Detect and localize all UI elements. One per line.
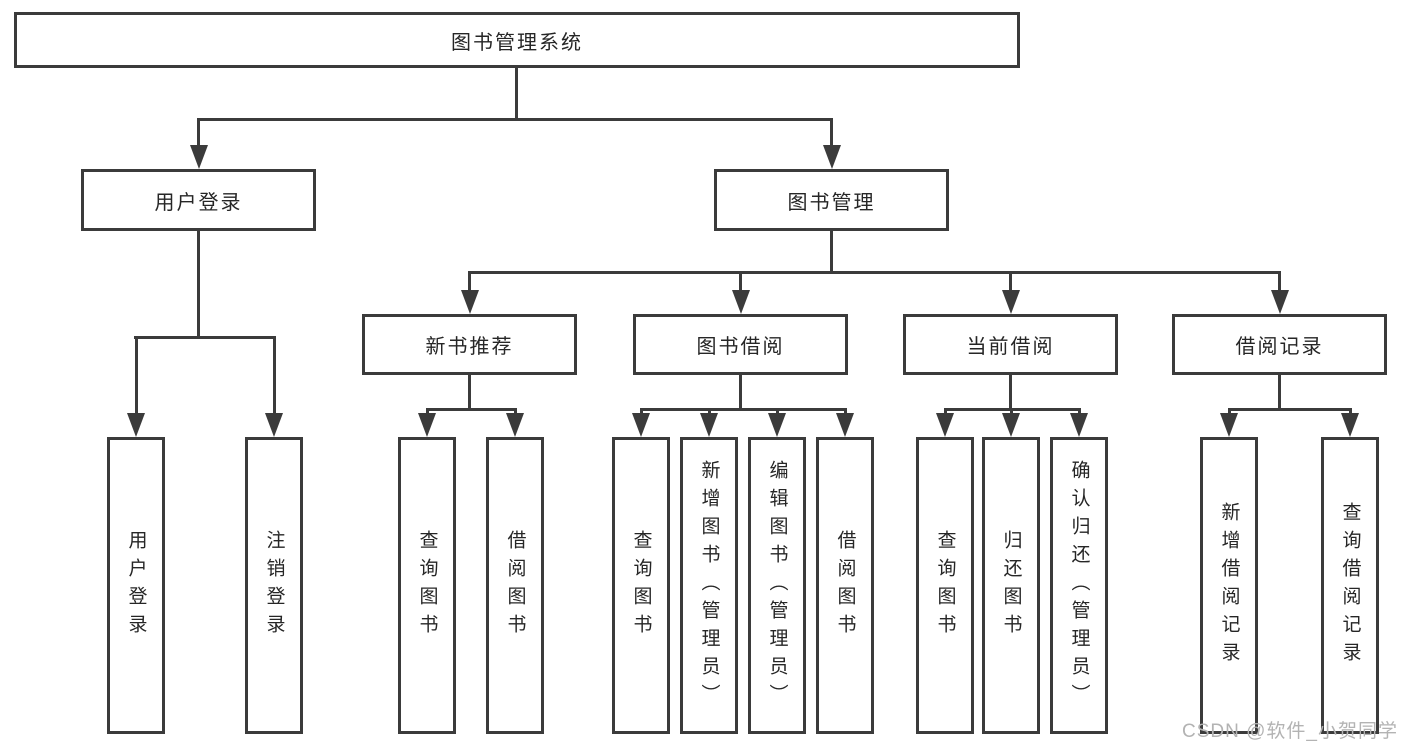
csdn-watermark: CSDN @软件_小贺同学 <box>1182 721 1398 742</box>
arrowhead-down-icon <box>127 413 145 437</box>
arrowhead-down-icon <box>823 145 841 169</box>
leaf-add-book-admin: 新增图书（管理员） <box>680 437 738 734</box>
connector-line <box>1009 375 1012 408</box>
arrowhead-down-icon <box>190 145 208 169</box>
arrowhead-down-icon <box>265 413 283 437</box>
connector-line <box>425 408 517 411</box>
connector-line <box>1009 408 1013 415</box>
connector-line <box>1227 408 1352 411</box>
connector-line <box>843 408 847 415</box>
arrowhead-down-icon <box>836 413 854 437</box>
arrowhead-down-icon <box>936 413 954 437</box>
arrowhead-down-icon <box>506 413 524 437</box>
leaf-query-borrow-record: 查询借阅记录 <box>1321 437 1379 734</box>
connector-line <box>197 231 200 336</box>
node-book-borrowing: 图书借阅 <box>633 314 848 375</box>
connector-line <box>1278 375 1281 408</box>
node-library-management-system: 图书管理系统 <box>14 12 1020 68</box>
arrowhead-down-icon <box>1001 290 1020 314</box>
leaf-borrow-books: 借阅图书 <box>816 437 874 734</box>
connector-line <box>1278 271 1281 292</box>
leaf-confirm-return-admin: 确认归还（管理员） <box>1050 437 1108 734</box>
leaf-borrow-books-recommend: 借阅图书 <box>486 437 544 734</box>
connector-line <box>197 118 833 121</box>
node-user-login: 用户登录 <box>81 169 316 231</box>
leaf-query-books-current: 查询图书 <box>916 437 974 734</box>
connector-line <box>1227 408 1231 415</box>
arrowhead-down-icon <box>1070 413 1088 437</box>
leaf-return-books: 归还图书 <box>982 437 1040 734</box>
connector-line <box>943 408 947 415</box>
connector-line <box>1009 271 1012 292</box>
connector-line <box>468 271 1281 274</box>
arrowhead-down-icon <box>418 413 436 437</box>
leaf-add-borrow-record: 新增借阅记录 <box>1200 437 1258 734</box>
leaf-logout: 注销登录 <box>245 437 303 734</box>
connector-line <box>830 231 833 271</box>
node-label: 图书管理 <box>787 191 876 214</box>
connector-line <box>1077 408 1081 415</box>
connector-line <box>515 68 518 118</box>
arrowhead-down-icon <box>700 413 718 437</box>
leaf-query-books-borrow: 查询图书 <box>612 437 670 734</box>
arrowhead-down-icon <box>768 413 786 437</box>
arrowhead-down-icon <box>632 413 650 437</box>
node-label: 借阅记录 <box>1235 336 1324 358</box>
connector-line <box>739 375 742 408</box>
connector-line <box>425 408 429 415</box>
arrowhead-down-icon <box>1220 413 1238 437</box>
connector-line <box>197 118 200 147</box>
node-new-book-recommendation: 新书推荐 <box>362 314 577 375</box>
node-current-borrowing: 当前借阅 <box>903 314 1118 375</box>
arrowhead-down-icon <box>1341 413 1359 437</box>
node-label: 用户登录 <box>154 191 243 214</box>
connector-line <box>134 336 276 339</box>
connector-line <box>468 271 471 292</box>
connector-line <box>639 408 643 415</box>
connector-line <box>468 375 471 408</box>
node-label: 图书借阅 <box>696 336 785 358</box>
connector-line <box>739 271 742 292</box>
connector-line <box>707 408 711 415</box>
connector-line <box>513 408 517 415</box>
leaf-query-books-recommend: 查询图书 <box>398 437 456 734</box>
connector-line <box>272 336 276 415</box>
node-book-management: 图书管理 <box>714 169 949 231</box>
arrowhead-down-icon <box>1270 290 1289 314</box>
arrowhead-down-icon <box>460 290 479 314</box>
leaf-user-login: 用户登录 <box>107 437 165 734</box>
node-label: 当前借阅 <box>966 336 1055 358</box>
connector-line <box>830 118 833 147</box>
node-label: 新书推荐 <box>425 336 514 358</box>
leaf-edit-book-admin: 编辑图书（管理员） <box>748 437 806 734</box>
node-label: 图书管理系统 <box>451 31 583 54</box>
connector-line <box>639 408 847 411</box>
node-borrowing-records: 借阅记录 <box>1172 314 1387 375</box>
connector-line <box>775 408 779 415</box>
arrowhead-down-icon <box>731 290 750 314</box>
connector-line <box>134 336 138 415</box>
connector-line <box>1348 408 1352 415</box>
arrowhead-down-icon <box>1002 413 1020 437</box>
